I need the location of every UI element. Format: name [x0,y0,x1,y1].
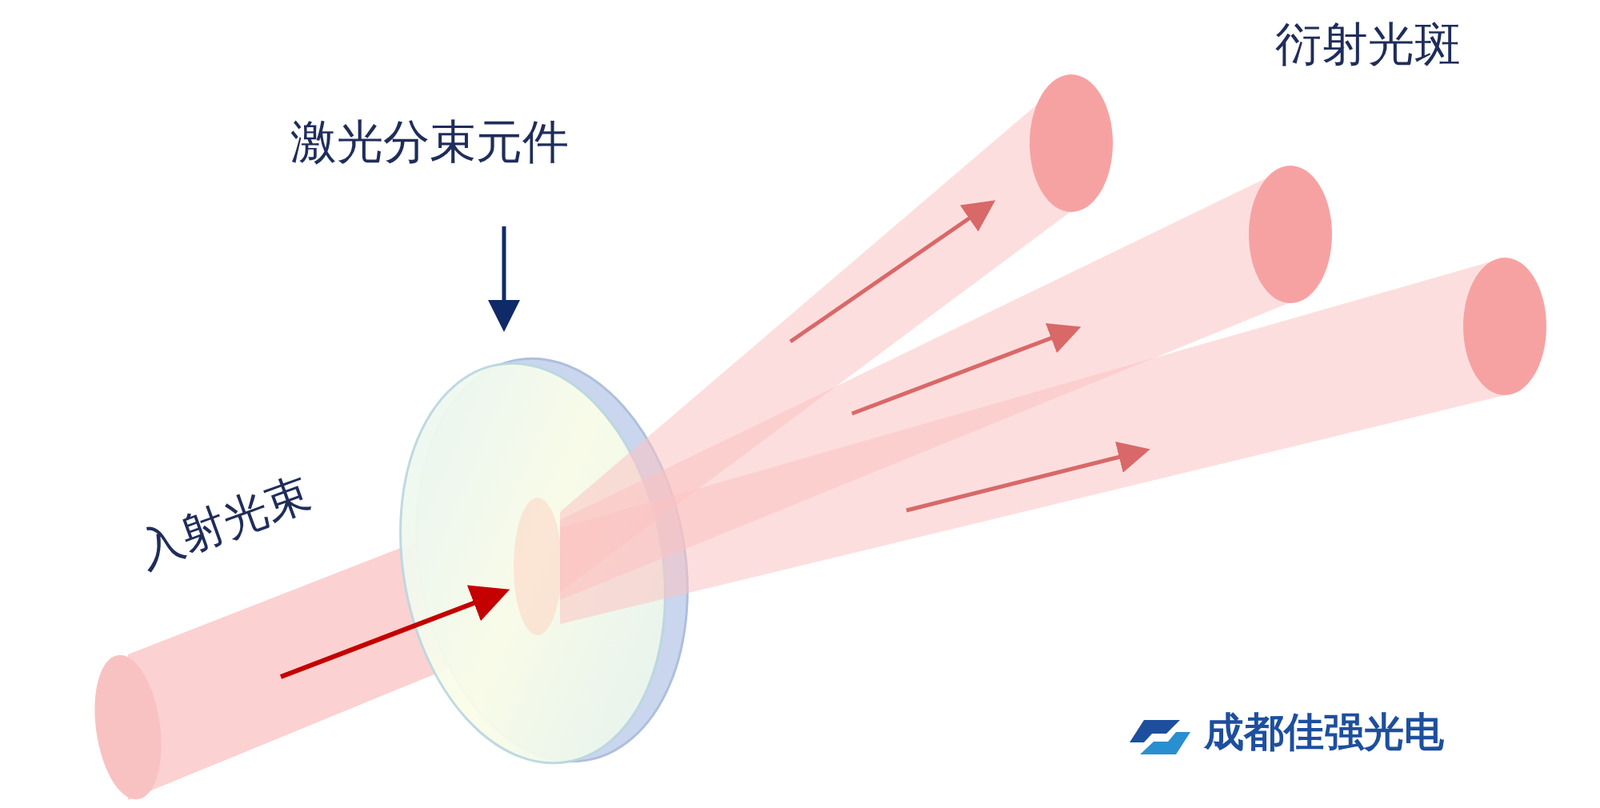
beam-label: 入射光束 [131,468,317,576]
direction-arrow [280,592,501,677]
logo-icon [1129,720,1191,755]
direction-arrow [790,204,989,342]
diffracted-beams [560,74,1547,624]
part-label: 激光分束元件 [290,116,569,168]
direction-arrow [906,451,1143,511]
pointer-arrow [502,226,507,320]
direction-arrow [852,329,1074,414]
logo-text: 成都佳强光电 [1204,710,1444,755]
spot-label: 衍射光斑 [1275,19,1461,71]
